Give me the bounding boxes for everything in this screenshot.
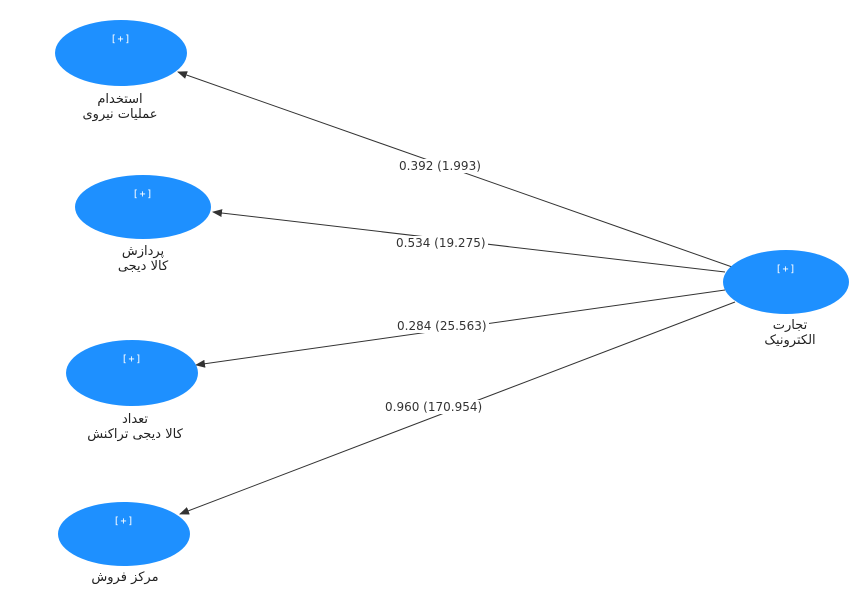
node-label-hr: استخدام عملیات نیروی: [50, 92, 190, 122]
node-label-line: استخدام: [97, 92, 143, 107]
node-label-line: کالا دیجی تراکنش: [87, 427, 183, 442]
node-label-processing: پردازش کالا دیجی: [73, 244, 213, 274]
edge-label-hr: 0.392 (1.993): [397, 159, 483, 173]
node-label-line: پردازش: [121, 244, 165, 259]
expand-icon[interactable]: [+]: [110, 34, 132, 45]
node-label-line: مرکز فروش: [91, 570, 159, 585]
expand-icon[interactable]: [+]: [132, 189, 154, 200]
node-processing[interactable]: [+]: [75, 175, 211, 239]
edge-label-processing: 0.534 (19.275): [394, 236, 488, 250]
node-label-line: عملیات نیروی: [82, 107, 158, 122]
expand-icon[interactable]: [+]: [121, 354, 143, 365]
node-transactions[interactable]: [+]: [66, 340, 198, 406]
node-label-sales: مرکز فروش: [55, 570, 195, 585]
node-sales[interactable]: [+]: [58, 502, 190, 566]
expand-icon[interactable]: [+]: [113, 516, 135, 527]
node-label-line: الکترونیک: [764, 333, 816, 348]
expand-icon[interactable]: [+]: [775, 264, 797, 275]
node-label-line: تعداد: [121, 412, 149, 427]
node-hr[interactable]: [+]: [55, 20, 187, 86]
node-label-transactions: تعداد کالا دیجی تراکنش: [45, 412, 225, 442]
node-label-line: تجارت: [772, 318, 808, 333]
node-label-ecommerce: تجارت الکترونیک: [740, 318, 840, 348]
node-label-line: کالا دیجی: [117, 259, 169, 274]
node-ecommerce[interactable]: [+]: [723, 250, 849, 314]
edge-label-sales: 0.960 (170.954): [383, 400, 485, 414]
edge-label-transactions: 0.284 (25.563): [395, 319, 489, 333]
